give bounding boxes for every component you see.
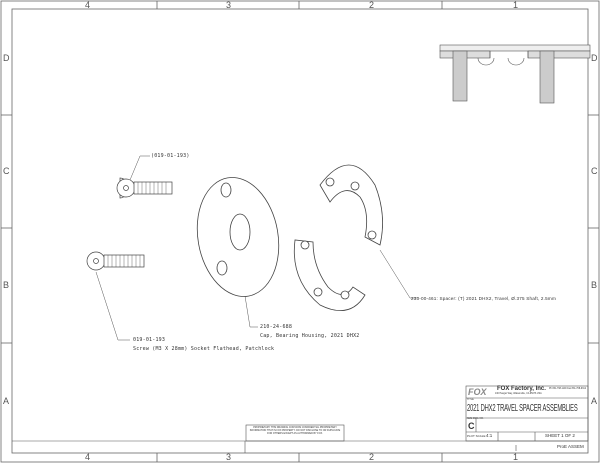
zone-col-2-bottom: 2 [369,452,375,462]
title-block-frame [12,385,589,453]
proprietary-notice: PROPRIETARY THIS DRAWING CONTAINS CONFID… [249,426,341,435]
zone-col-4: 4 [85,0,91,10]
screw-top [116,177,173,199]
zone-row-a: A [3,396,10,406]
plot-scale: 4:1 [486,433,493,438]
zone-row-c: C [3,166,10,176]
screw-bottom [86,251,145,271]
company-name: FOX Factory, Inc. [497,386,546,392]
zone-row-b-right: B [591,280,598,290]
drawing-size: C [468,421,475,431]
fox-logo: FOX [468,387,487,397]
cap-part [196,177,280,297]
callout-screw-part: 019-01-193 [133,337,166,343]
callout-cap-desc: Cap, Bearing Housing, 2021 DHX2 [260,333,360,339]
zone-col-3: 3 [226,0,232,10]
company-address: 130 Hangar Way, Watsonville, CA 95076 US… [495,393,542,395]
software-tag: ProE ASSEM [557,444,584,449]
sheet-number: SHEET 1 OF 2 [545,433,575,438]
zone-col-1-bottom: 1 [513,452,519,462]
company-phone: Ph 831-768-1100 Fax 831-768-9312 [549,388,586,390]
zone-col-3-bottom: 3 [226,452,232,462]
size-label: SIZE DWG. NO. [467,418,484,420]
zone-row-b: B [3,280,10,290]
zone-row-a-right: A [591,396,598,406]
section-view [439,44,591,104]
zone-col-2: 2 [369,0,375,10]
callout-spacer: 233-00-461: Spacer: (T) 2021 DHX2, Trave… [411,296,556,301]
callout-screw-desc: Screw (M3 X 28mm) Socket Flathead, Patch… [133,346,275,352]
callout-screw-top: (019-01-193) [151,153,190,159]
callout-cap-part: 210-24-688 [260,324,293,330]
scale-label: PLOT SCALE [467,434,486,438]
zone-row-d-right: D [591,53,598,63]
zone-row-c-right: C [591,166,598,176]
title-label: TITLE [467,398,474,401]
drawing-title: 2021 DHX2 TRAVEL SPACER ASSEMBLIES [467,403,578,414]
spacer-parts [293,164,383,312]
zone-col-4-bottom: 4 [85,452,91,462]
zone-row-d: D [3,53,10,63]
leader-lines [95,155,418,341]
zone-col-1: 1 [513,0,519,10]
